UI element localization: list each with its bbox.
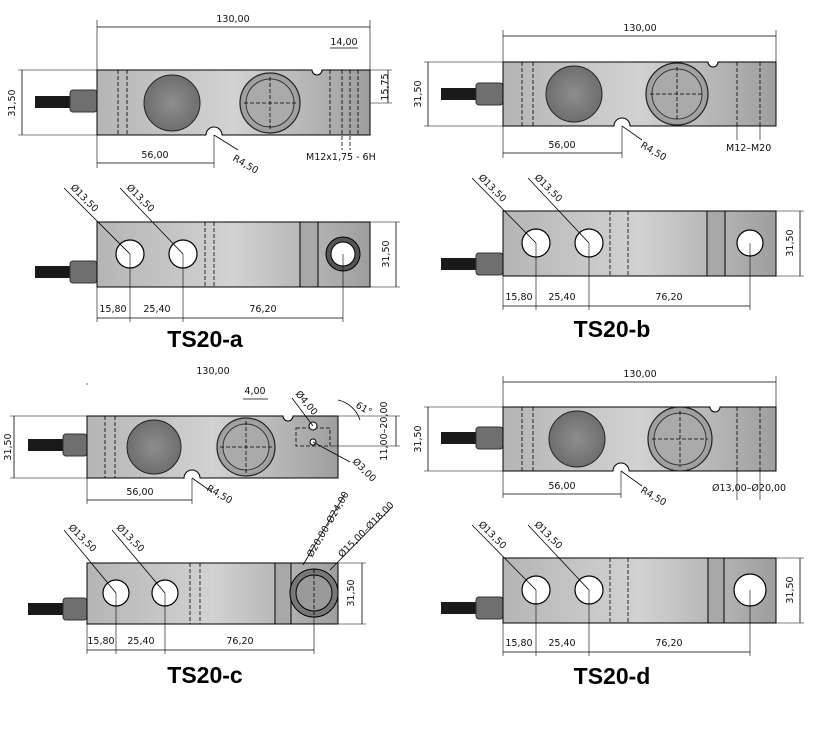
cable	[35, 266, 73, 278]
dim-hole-2: Ø13,50	[124, 182, 156, 214]
dim-slot-width: 14,00	[330, 37, 357, 48]
dim-bush-inner: Ø15,00–Ø18,00	[336, 500, 396, 560]
dim-pitch-2: 25,40	[548, 638, 575, 649]
dim-notch-radius: R4,50	[205, 483, 235, 506]
dim-pin: Ø4,00	[293, 389, 320, 418]
caption-ts20-c: TS20-c	[167, 662, 243, 688]
dim-angle: 61°	[354, 400, 374, 418]
cable-gland	[69, 89, 98, 113]
dim-hole-1: Ø13,50	[476, 519, 508, 551]
top-view-d	[441, 406, 777, 472]
dim-hole-1: Ø13,50	[476, 172, 508, 204]
dim-side-height: 31,50	[346, 579, 357, 606]
dim-notch-radius: R4,50	[639, 485, 669, 508]
groove	[299, 221, 319, 288]
dim-length: 130,00	[623, 369, 656, 380]
dim-bore: Ø13,00–Ø20,00	[712, 483, 786, 494]
beam-body	[96, 69, 371, 136]
dim-height: 31,50	[413, 80, 424, 107]
side-view-b	[441, 210, 777, 277]
dim-length: 130,00	[216, 14, 249, 25]
dim-small-offset: 4,00	[244, 386, 265, 397]
cable-gland	[69, 260, 98, 284]
dim-pitch-2: 25,40	[143, 304, 170, 315]
dim-pitch-1: 15,80	[505, 638, 532, 649]
dim-pitch-1: 15,80	[99, 304, 126, 315]
dim-to-notch: 56,00	[548, 140, 575, 151]
caption-ts20-d: TS20-d	[574, 663, 651, 689]
caption-ts20-b: TS20-b	[574, 316, 651, 342]
side-view-c	[28, 562, 339, 625]
dim-notch-radius: R4,50	[231, 153, 261, 176]
dim-height: 31,50	[7, 89, 18, 116]
dim-slot-height: 15,75	[380, 73, 391, 100]
dim-pitch-3: 76,20	[655, 292, 682, 303]
dim-range: 11,00–20,00	[379, 401, 390, 460]
top-view-a	[35, 69, 371, 150]
dim-to-notch: 56,00	[548, 481, 575, 492]
dim-notch-radius: R4,50	[639, 140, 669, 163]
dim-pitch-2: 25,40	[127, 636, 154, 647]
top-view-b	[441, 61, 777, 127]
dim-pitch-2: 25,40	[548, 292, 575, 303]
view-ts20-a: 130,00 14,00 31,50 15,75 56,00 R4,50 M12…	[7, 14, 400, 352]
dim-pitch-3: 76,20	[226, 636, 253, 647]
dim-length: 130,00	[196, 366, 229, 377]
cable	[35, 96, 73, 108]
side-view-d	[441, 557, 777, 624]
dim-pitch-1: 15,80	[505, 292, 532, 303]
dim-height: 31,50	[3, 433, 14, 460]
strain-pocket	[143, 74, 201, 132]
view-ts20-d: 130,00 31,50 56,00 R4,50 Ø13,00–Ø20,00 Ø…	[413, 369, 804, 689]
view-ts20-b: 130,00 31,50 56,00 R4,50 M12–M20 Ø13,50 …	[413, 23, 804, 342]
dim-pin-2: Ø3,00	[350, 456, 378, 484]
dim-thread: M12x1,75 - 6H	[306, 152, 376, 163]
top-view-c	[28, 415, 339, 479]
dim-height: 31,50	[413, 425, 424, 452]
dim-length: 130,00	[623, 23, 656, 34]
dim-side-height: 31,50	[381, 240, 392, 267]
dim-side-height: 31,50	[785, 229, 796, 256]
dim-pitch-1: 15,80	[87, 636, 114, 647]
dim-thread: M12–M20	[726, 143, 771, 154]
view-ts20-c: 130,00 4,00 Ø4,00 61° Ø3,00 11,00–20,00 …	[3, 366, 400, 688]
dim-to-notch: 56,00	[126, 487, 153, 498]
dim-side-height: 31,50	[785, 576, 796, 603]
dim-to-notch: 56,00	[141, 150, 168, 161]
caption-ts20-a: TS20-a	[167, 326, 243, 352]
dim-pitch-3: 76,20	[249, 304, 276, 315]
dim-pitch-3: 76,20	[655, 638, 682, 649]
side-view-a	[35, 221, 371, 288]
dim-hole-1: Ø13,50	[68, 182, 100, 214]
